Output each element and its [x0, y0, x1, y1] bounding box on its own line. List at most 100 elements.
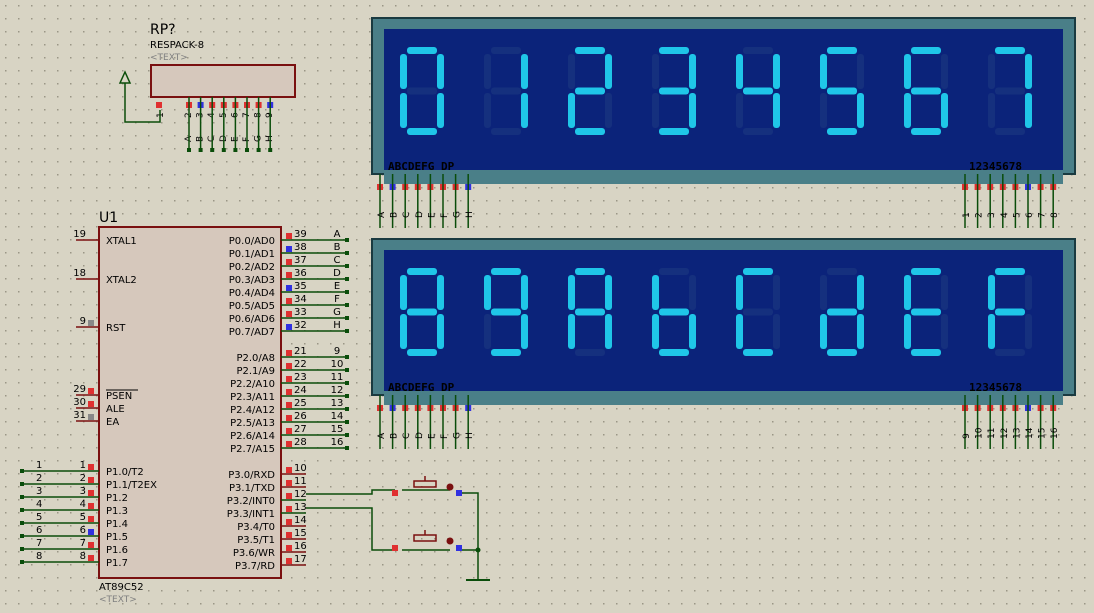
segment-c — [689, 93, 696, 128]
segment-d — [575, 128, 605, 135]
segment-g — [995, 87, 1025, 95]
segment-c — [857, 93, 864, 128]
segment-b — [941, 275, 948, 310]
u1-body[interactable] — [98, 226, 282, 579]
u1-pin-marker — [88, 320, 94, 326]
segment-f — [568, 54, 575, 89]
segment-d — [995, 128, 1025, 135]
u1-right-pin-name: P0.4/AD4 — [229, 288, 275, 299]
port-junction — [345, 446, 349, 450]
p1-junction — [20, 547, 24, 551]
u1-right-pin-number: 32 — [294, 320, 307, 331]
segment-pin-label: B — [390, 433, 400, 439]
segment-c — [605, 314, 612, 349]
p1-junction — [20, 482, 24, 486]
segment-b — [521, 275, 528, 310]
u1-right-pin-number: 34 — [294, 294, 307, 305]
rp-body[interactable] — [150, 64, 296, 98]
segment-a — [491, 268, 521, 275]
digit-2 — [484, 47, 528, 135]
u1-left-pin-number: 7 — [80, 538, 86, 549]
u1-pin-marker — [286, 402, 292, 408]
u1-right-pin-number: 24 — [294, 385, 307, 396]
rp-pin-junction — [233, 148, 238, 152]
p1-net-label: 5 — [36, 512, 42, 523]
segment-a — [911, 268, 941, 275]
u1-left-pin-number: 3 — [80, 486, 86, 497]
button-int1[interactable] — [392, 530, 462, 551]
u1-pin-marker — [286, 506, 292, 512]
u1-right-pin-name: P3.1/TXD — [229, 483, 275, 494]
u1-right-pin-name: P2.7/A15 — [230, 444, 275, 455]
u1-pin-marker — [286, 233, 292, 239]
resistor-pack[interactable]: RP? RESPACK-8 <TEXT> 12A3B4C5D6E7F8G9H — [118, 22, 296, 152]
u1-right-pin-name: P2.5/A13 — [230, 418, 275, 429]
segment-a — [659, 47, 689, 54]
port-junction — [345, 407, 349, 411]
digit-pin-label: 4 — [1000, 212, 1010, 218]
port-net-label: E — [334, 281, 340, 292]
u1-left-pin-number: 30 — [73, 397, 86, 408]
u1-pin-marker — [286, 298, 292, 304]
segment-b — [857, 275, 864, 310]
u1-left-pin-number: 9 — [80, 316, 86, 327]
u1-pin-marker — [286, 532, 292, 538]
segment-pin-label: F — [440, 434, 450, 439]
power-arrow-icon — [118, 70, 161, 123]
segment-f — [652, 54, 659, 89]
segment-d — [911, 349, 941, 356]
segment-pin-label: E — [427, 433, 437, 439]
port-junction — [345, 355, 349, 359]
segment-e — [736, 93, 743, 128]
segment-c — [941, 314, 948, 349]
u1-right-pin-number: 35 — [294, 281, 307, 292]
segment-f — [736, 54, 743, 89]
segment-f — [820, 54, 827, 89]
u1-right-pin-name: P0.3/AD3 — [229, 275, 275, 286]
u1-pin-marker — [88, 542, 94, 548]
segment-f — [568, 275, 575, 310]
digit-7 — [904, 47, 948, 135]
mcu-u1[interactable]: U1 AT89C52 <TEXT> 19XTAL118XTAL29RST29PS… — [20, 210, 349, 605]
segment-d — [407, 349, 437, 356]
p1-net-label: 4 — [36, 499, 42, 510]
u1-right-pin-number: 33 — [294, 307, 307, 318]
digit-pin-label: 13 — [1012, 428, 1022, 439]
segment-g — [575, 308, 605, 316]
segment-b — [1025, 54, 1032, 89]
port-net-label: C — [334, 255, 341, 266]
segment-d — [659, 349, 689, 356]
u1-pin-marker — [88, 503, 94, 509]
segment-e — [904, 314, 911, 349]
rp-pin-junction — [245, 148, 249, 152]
segment-d — [743, 128, 773, 135]
u1-pin-marker — [286, 363, 292, 369]
u1-left-pin-number: 4 — [80, 499, 86, 510]
u1-left-pin-name: P1.1/T2EX — [106, 480, 157, 491]
u1-right-pin-name: P2.1/A9 — [236, 366, 275, 377]
push-buttons[interactable] — [306, 476, 490, 581]
segment-f — [904, 275, 911, 310]
segment-d — [827, 128, 857, 135]
segment-g — [995, 308, 1025, 316]
segment-a — [995, 47, 1025, 54]
segment-d — [491, 349, 521, 356]
digit-pin-label: 14 — [1025, 427, 1035, 439]
segment-a — [743, 47, 773, 54]
port-junction — [345, 394, 349, 398]
digit-6 — [820, 47, 864, 135]
button-int0[interactable] — [392, 476, 462, 496]
segment-f — [904, 54, 911, 89]
rp-pin-1-number: 1 — [156, 112, 166, 118]
rp-pin-junction — [268, 148, 273, 152]
u1-right-pin-name: P3.6/WR — [233, 548, 275, 559]
u1-pin-marker — [286, 311, 292, 317]
u1-part: AT89C52 — [99, 582, 144, 593]
u1-left-pin-number: 1 — [80, 460, 86, 471]
u1-right-pin-name: P0.5/AD5 — [229, 301, 275, 312]
rp-pin-junction — [187, 148, 191, 152]
p1-net-label: 6 — [36, 525, 42, 536]
